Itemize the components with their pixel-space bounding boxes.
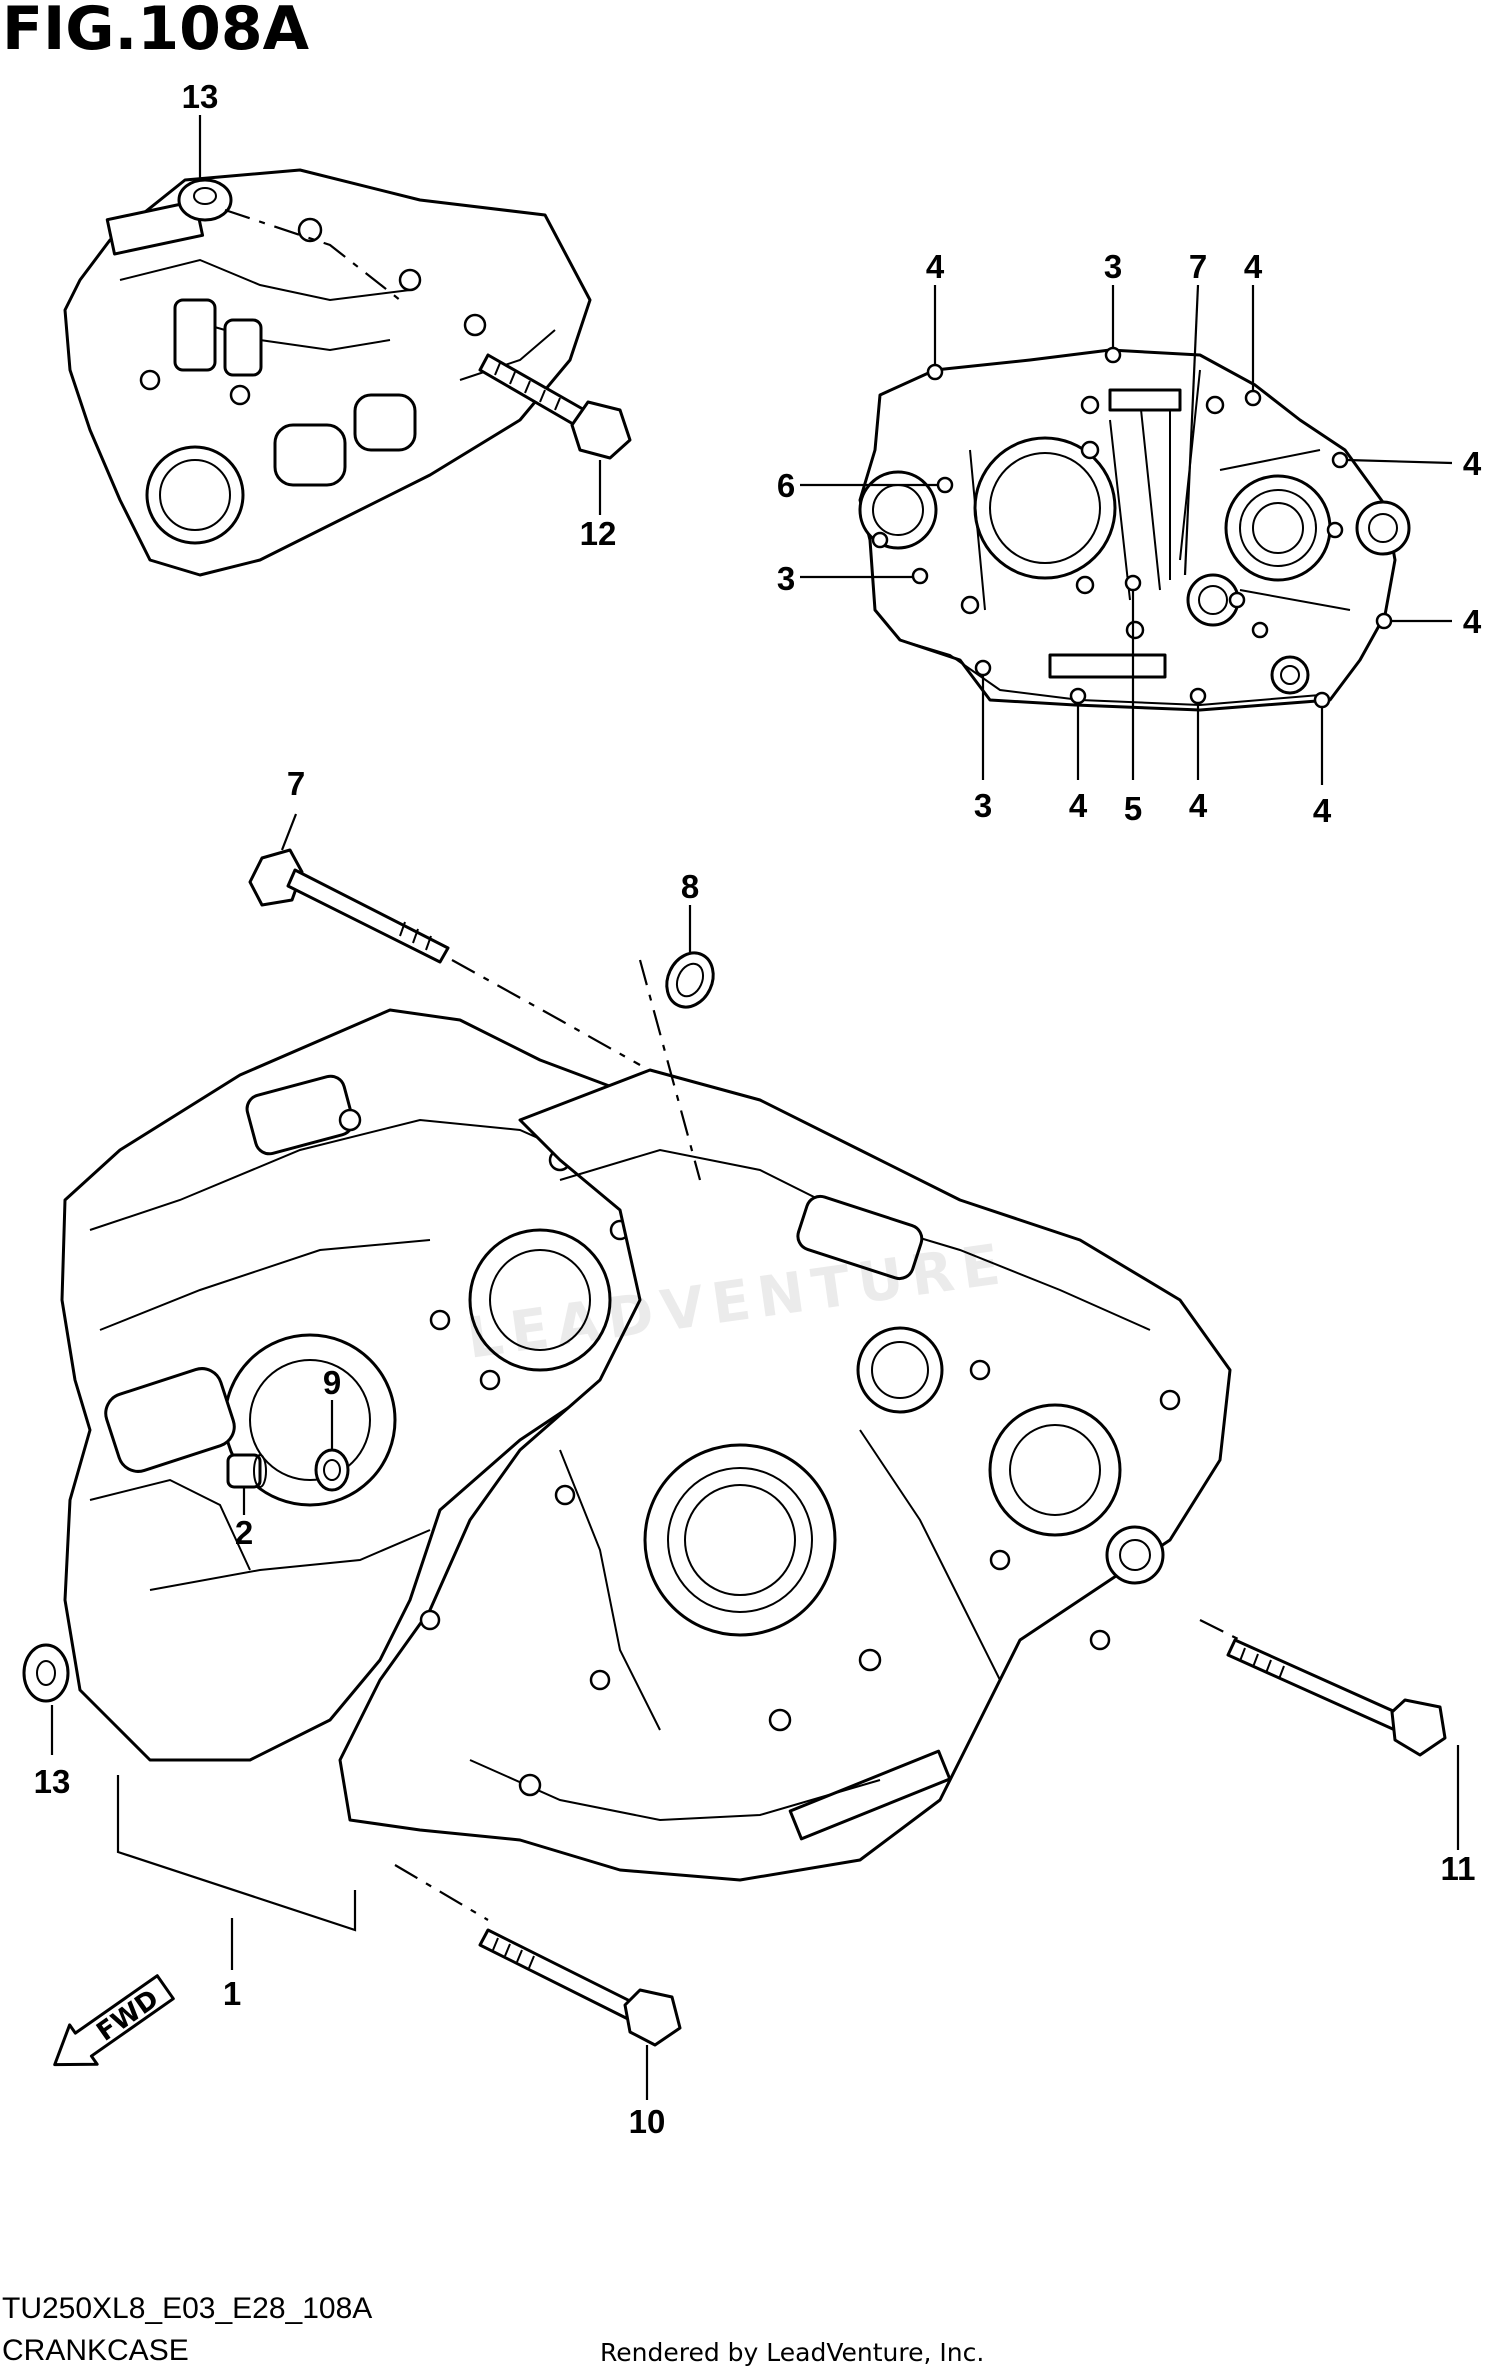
label-3-bottom: 3 — [974, 787, 992, 824]
label-1: 1 — [223, 1975, 241, 2012]
label-2: 2 — [235, 1514, 253, 1551]
label-3-top-a: 3 — [1104, 248, 1122, 285]
label-10: 10 — [629, 2103, 666, 2140]
label-4-right-b: 4 — [1463, 603, 1482, 640]
dowel-pin-2 — [226, 1453, 267, 1515]
label-11: 11 — [1441, 1850, 1476, 1887]
fwd-arrow: FWD — [53, 1974, 175, 2067]
figure-name: CRANKCASE — [2, 2334, 189, 2367]
label-4-bottom-a: 4 — [1069, 787, 1088, 824]
credit-text: Rendered by LeadVenture, Inc. — [600, 2338, 985, 2367]
crankcase-bolt-layout-view — [800, 284, 1453, 785]
label-8: 8 — [681, 868, 699, 905]
o-ring-9 — [314, 1400, 350, 1492]
figure-title: FIG.108A — [2, 0, 310, 64]
label-6: 6 — [777, 467, 795, 504]
bolt-10 — [394, 1864, 682, 2100]
label-4-bottom-b: 4 — [1189, 787, 1208, 824]
label-13-top: 13 — [182, 78, 219, 115]
label-12: 12 — [580, 515, 617, 552]
label-4-bottom-c: 4 — [1313, 792, 1332, 829]
label-13-bottom: 13 — [34, 1763, 71, 1800]
bolt-7 — [248, 813, 641, 1066]
label-3-left: 3 — [777, 560, 795, 597]
crankcase-rear-half-view — [63, 168, 592, 577]
bolt-11 — [1199, 1619, 1460, 1850]
leader-lines — [800, 284, 1453, 785]
label-7: 7 — [287, 765, 305, 802]
label-4-top-a: 4 — [926, 248, 945, 285]
bolt-12 — [478, 353, 632, 515]
label-7-top: 7 — [1189, 248, 1207, 285]
nut-13-bottom — [22, 1643, 70, 1755]
label-9: 9 — [323, 1364, 341, 1401]
fwd-label: FWD — [91, 1984, 164, 2048]
nut-13-top — [177, 115, 401, 301]
label-4-top-b: 4 — [1244, 248, 1263, 285]
label-5: 5 — [1124, 790, 1142, 827]
label-4-right-a: 4 — [1463, 445, 1482, 482]
figure-code: TU250XL8_E03_E28_108A — [2, 2292, 373, 2325]
label-1-bracket — [116, 1775, 357, 1970]
o-ring-8 — [638, 905, 715, 1181]
crankcase-assembly — [60, 1008, 1232, 1882]
